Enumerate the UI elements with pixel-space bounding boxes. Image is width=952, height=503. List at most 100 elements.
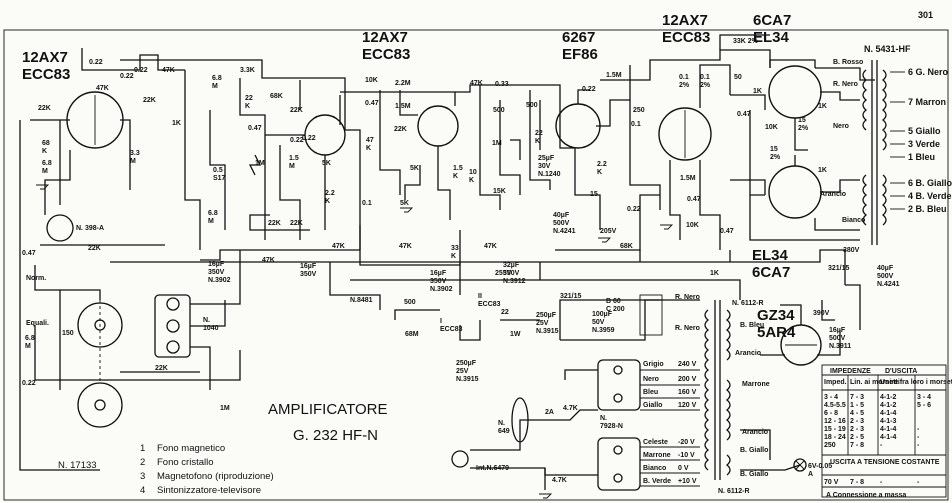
- primary-volt-7: 0 V: [678, 465, 689, 472]
- label-r22k_d: K: [325, 198, 330, 205]
- label-r33k: K: [451, 253, 456, 260]
- label-n7928: 7928-N: [600, 423, 623, 430]
- table-cell-5-1: 2 - 5: [850, 434, 864, 441]
- output-tap-8: 2 B. Bleu: [908, 204, 947, 214]
- label-r022c: 0.22: [290, 137, 304, 144]
- output-transformer-core: [862, 60, 887, 245]
- label-r47k_h: 47: [366, 137, 374, 144]
- label-r10k_b: K: [469, 177, 474, 184]
- output-wire-2: R. Nero: [833, 81, 858, 88]
- label-r2_2k: 2.2: [597, 161, 607, 168]
- label-r47k_k: 47K: [470, 80, 483, 87]
- label-n1040: 1040: [203, 325, 219, 332]
- table-header-left: IMPEDENZE: [830, 368, 871, 375]
- label-r22: 22: [501, 309, 509, 316]
- label-r1k_b: 1K: [753, 88, 762, 95]
- table-cell-6-3: -: [917, 442, 920, 449]
- tube-label-1-secondary: ECC83: [22, 66, 70, 83]
- label-r47k_j: 47K: [484, 243, 497, 250]
- label-r15k: K: [453, 173, 458, 180]
- label-r47k_top: 47K: [162, 67, 175, 74]
- label-r047e: 0.47: [687, 196, 701, 203]
- table-cell-0-3: 3 - 4: [917, 394, 931, 401]
- schematic-title: AMPLIFICATORE: [268, 401, 387, 418]
- label-c022: 0.22: [627, 206, 641, 213]
- primary-volt-4: 120 V: [678, 402, 697, 409]
- label-r22k_b: 22: [245, 95, 253, 102]
- label-r1k_e: 1K: [710, 270, 719, 277]
- label-r01d: 0.1: [700, 74, 710, 81]
- drawing-reference-code: N. 17133: [58, 460, 97, 471]
- tube-v5-envelope: [658, 107, 712, 161]
- tube-label-6-secondary: 6CA7: [752, 264, 790, 281]
- label-r15k_b: 15K: [493, 188, 506, 195]
- label-c50: 50: [734, 74, 742, 81]
- label-c250_25b: 25V: [456, 368, 469, 375]
- label-r022g: 0.22: [302, 135, 316, 142]
- secondary-wire-3: B. Bleu: [740, 322, 764, 329]
- primary-wire-4: Giallo: [643, 402, 662, 409]
- label-c25: N.1240: [538, 171, 561, 178]
- table-col-3: Unire fra loro i morsetti: [880, 379, 952, 386]
- label-c100_50: 50V: [592, 319, 605, 326]
- label-r15k: 1.5: [453, 165, 463, 172]
- table-cell-3-0: 12 - 16: [824, 418, 846, 425]
- label-r33k2: 33K 2%: [733, 38, 759, 45]
- sheet-frame: [3, 29, 949, 501]
- label-r047d: 0.47: [737, 111, 751, 118]
- label-r68m_c: 6.8: [208, 210, 218, 217]
- label-a2: 2A: [545, 409, 554, 416]
- label-c22k: 22K: [155, 365, 168, 372]
- label-r10k: 10K: [365, 77, 378, 84]
- label-c32_350: 350V: [503, 270, 520, 277]
- output-tap-2: 7 Marron: [908, 97, 946, 107]
- impedance-table-frame: [821, 364, 947, 498]
- label-c250_25: 250µF: [536, 312, 557, 319]
- table-cell-1-1: 1 - 5: [850, 402, 864, 409]
- table-footer-cell-1: 7 - 8: [850, 479, 864, 486]
- power-transformer-code: N. 6112-R: [732, 300, 764, 307]
- label-r15m: M: [289, 163, 295, 170]
- tube-v6-envelope: [768, 65, 822, 119]
- label-b60: B 60: [606, 298, 621, 305]
- label-norm: Norm.: [26, 275, 46, 282]
- table-footer-cell-2: -: [880, 479, 883, 486]
- label-int: Int.N.6479: [476, 465, 509, 472]
- primary-volt-2: 200 V: [678, 376, 697, 383]
- label-r22k_g: 22K: [394, 126, 407, 133]
- primary-volt-6: -10 V: [678, 452, 695, 459]
- table-cell-6-0: 250: [824, 442, 836, 449]
- label-r33k: 33: [451, 245, 459, 252]
- label-r68m_e: M: [25, 343, 31, 350]
- label-r10k_c: 10K: [765, 124, 778, 131]
- label-r3_3k: 3.3K: [240, 67, 255, 74]
- table-cell-5-0: 18 - 24: [824, 434, 846, 441]
- table-cell-1-0: 4.5-5.5: [824, 402, 846, 409]
- label-r47k_g: 47K: [262, 257, 275, 264]
- label-equali: Equali.: [26, 320, 49, 327]
- label-c16_500: 16µF: [829, 327, 846, 334]
- label-r68m_a: M: [42, 168, 48, 175]
- label-c500b: 500: [493, 107, 505, 114]
- output-transformer-code: N. 5431-HF: [864, 44, 911, 54]
- label-r033: 0.33: [495, 81, 509, 88]
- legend-text-4: Sintonizzatore-televisore: [157, 485, 261, 496]
- label-r68k_c: 68K: [620, 243, 633, 250]
- tube-label-7-secondary: 5AR4: [757, 324, 796, 341]
- label-r10k_d: 10K: [686, 222, 699, 229]
- label-c25: 25µF: [538, 155, 555, 162]
- table-cell-0-0: 3 - 4: [824, 394, 838, 401]
- legend-text-1: Fono magnetico: [157, 443, 225, 454]
- legend-text-3: Magnetofono (riproduzione): [157, 471, 274, 482]
- label-n649: N.: [498, 420, 505, 427]
- table-cell-4-1: 2 - 3: [850, 426, 864, 433]
- primary-wire-5: Celeste: [643, 439, 668, 446]
- label-r22m: 2.2M: [395, 80, 411, 87]
- label-r22k_in: 22K: [38, 105, 51, 112]
- secondary-wire-4: Arancio: [735, 350, 761, 357]
- label-r022f: 0.22: [120, 73, 134, 80]
- label-r15_2b: 15: [770, 146, 778, 153]
- table-cell-2-0: 6 - 8: [824, 410, 838, 417]
- label-v380: 380V: [843, 247, 860, 254]
